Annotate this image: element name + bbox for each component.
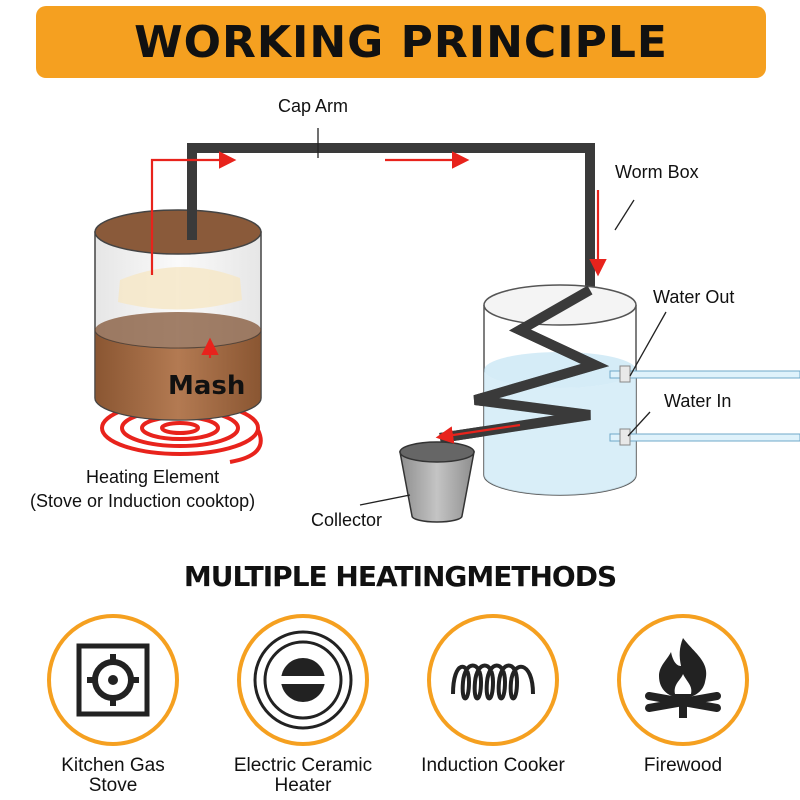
method-label: Induction Cooker bbox=[421, 755, 565, 776]
method-label: Electric Ceramic bbox=[233, 755, 373, 776]
water-in-pipe bbox=[609, 428, 800, 446]
page-title: WORKING PRINCIPLE bbox=[134, 16, 668, 68]
heating-element-label: Heating Element bbox=[86, 467, 219, 487]
heating-element-sublabel: (Stove or Induction cooktop) bbox=[30, 491, 255, 511]
worm-box-label: Worm Box bbox=[615, 162, 699, 182]
heating-methods: Kitchen Gas Stove Electric Ceramic Heate… bbox=[0, 610, 800, 800]
method-induction-cooker: Induction Cooker bbox=[398, 610, 588, 776]
method-gas-stove: Kitchen Gas Stove bbox=[18, 610, 208, 796]
firewood-icon bbox=[617, 614, 749, 746]
method-label: Stove bbox=[88, 775, 138, 796]
method-label: Kitchen Gas bbox=[61, 755, 165, 776]
method-firewood: Firewood bbox=[588, 610, 778, 776]
method-label: Firewood bbox=[643, 755, 723, 776]
distillation-diagram: Cap Arm Worm Box Water Out Water In Mash… bbox=[30, 96, 800, 530]
water-in-label: Water In bbox=[664, 391, 731, 411]
leader-lines bbox=[317, 128, 667, 506]
water-out-pipe bbox=[609, 365, 800, 383]
cap-arm-label: Cap Arm bbox=[278, 96, 348, 116]
mash-label: Mash bbox=[168, 371, 245, 401]
section-title: MULTIPLE HEATINGMETHODS bbox=[183, 560, 617, 593]
gas-stove-icon bbox=[47, 614, 179, 746]
header-banner: WORKING PRINCIPLE bbox=[36, 6, 766, 78]
water-out-label: Water Out bbox=[653, 287, 734, 307]
induction-coil-icon bbox=[427, 614, 559, 746]
flow-arrows bbox=[150, 151, 607, 444]
still-pot bbox=[94, 209, 262, 421]
method-ceramic-heater: Electric Ceramic Heater bbox=[208, 610, 398, 796]
method-label: Heater bbox=[274, 775, 332, 796]
collector-bucket bbox=[399, 441, 475, 523]
collector-label: Collector bbox=[311, 510, 382, 530]
ceramic-heater-icon bbox=[237, 614, 369, 746]
